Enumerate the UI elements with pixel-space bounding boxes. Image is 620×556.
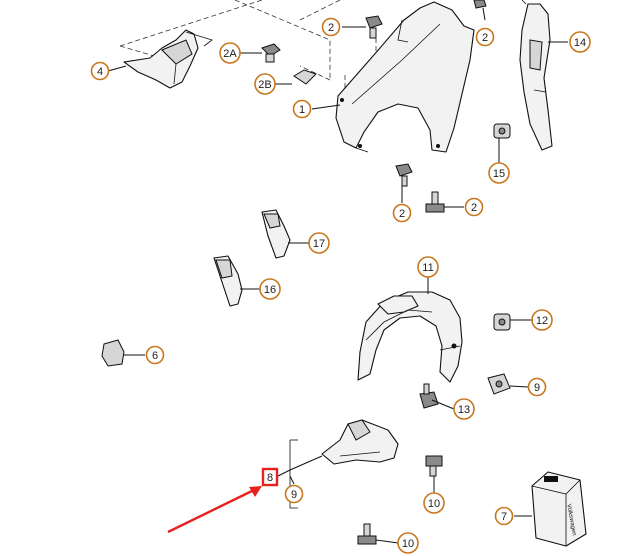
part-10-bolt-b (357, 523, 377, 545)
callout-13: 13 (453, 398, 475, 420)
svg-text:16: 16 (264, 284, 276, 296)
svg-text:15: 15 (493, 168, 505, 180)
part-8-lower-cover (321, 419, 399, 465)
bolt-2-right (473, 0, 487, 9)
part-12-clip (493, 313, 511, 331)
svg-text:13: 13 (458, 404, 470, 416)
svg-text:2: 2 (471, 202, 477, 214)
highlight-label: 8 (267, 472, 273, 484)
highlight-callout-8: 8 (261, 467, 279, 487)
callout-14: 14 (569, 31, 591, 53)
callout-10-a: 10 (423, 492, 445, 514)
callout-10-b: 10 (397, 532, 419, 554)
leader-lines (107, 7, 568, 544)
svg-text:2B: 2B (258, 79, 271, 91)
fastener-2a (261, 43, 281, 63)
callout-11: 11 (417, 256, 439, 278)
callout-6: 6 (145, 345, 165, 365)
arrow-head (249, 486, 262, 497)
callout-12: 12 (531, 309, 553, 331)
part-10-bolt-a (425, 455, 443, 477)
svg-text:14: 14 (574, 37, 586, 49)
svg-text:11: 11 (422, 262, 433, 274)
part-17-seal (261, 209, 291, 259)
svg-text:2A: 2A (223, 48, 237, 60)
svg-text:7: 7 (501, 511, 507, 523)
bolt-2-top (365, 15, 383, 39)
callout-15: 15 (488, 162, 510, 184)
part-14-support-bracket (519, 0, 553, 151)
callout-16: 16 (259, 278, 281, 300)
callout-9-left: 9 (284, 484, 304, 504)
svg-text:10: 10 (402, 538, 414, 550)
part-11-wheelhouse-liner (357, 291, 463, 383)
part-7-package: Volkswagen (531, 471, 587, 547)
red-pointer-arrow (167, 486, 262, 534)
svg-text:6: 6 (152, 350, 158, 362)
svg-text:1: 1 (299, 104, 305, 116)
part-9-left-bracket-lines (289, 439, 298, 509)
svg-text:9: 9 (291, 489, 297, 501)
svg-text:10: 10 (428, 498, 440, 510)
svg-text:4: 4 (97, 66, 103, 78)
fastener-2b (293, 69, 317, 85)
callout-7: 7 (494, 506, 514, 526)
part-13-screw (419, 383, 439, 409)
callout-2-top: 2 (321, 17, 341, 37)
callout-17: 17 (308, 232, 330, 254)
screw-2-lower-a (395, 163, 413, 187)
svg-text:2: 2 (328, 22, 334, 34)
screw-2-lower-b (425, 191, 445, 213)
svg-text:12: 12 (536, 315, 548, 327)
part-6-cap (101, 339, 125, 367)
callout-4: 4 (90, 61, 110, 81)
part-16-seal (213, 255, 243, 307)
callout-1: 1 (292, 99, 312, 119)
callout-2-lower-b: 2 (464, 197, 484, 217)
part-1-fender (335, 1, 475, 153)
part-9-nut-right (487, 373, 511, 395)
assembly-dashed-lines (119, 0, 377, 100)
svg-text:9: 9 (534, 382, 540, 394)
package-brand-text: Volkswagen (565, 504, 576, 537)
callout-2-right: 2 (475, 27, 495, 47)
part-15-clip (493, 123, 511, 139)
callout-9-right: 9 (527, 377, 547, 397)
svg-text:2: 2 (482, 32, 488, 44)
arrow-shaft (167, 487, 257, 534)
highlight-box (261, 467, 279, 487)
callout-2a: 2A (219, 42, 241, 64)
svg-text:2: 2 (399, 208, 405, 220)
svg-text:17: 17 (313, 238, 325, 250)
part-4-liner-bracket (123, 29, 213, 89)
callout-2-lower-a: 2 (392, 203, 412, 223)
callout-2b: 2B (254, 73, 276, 95)
